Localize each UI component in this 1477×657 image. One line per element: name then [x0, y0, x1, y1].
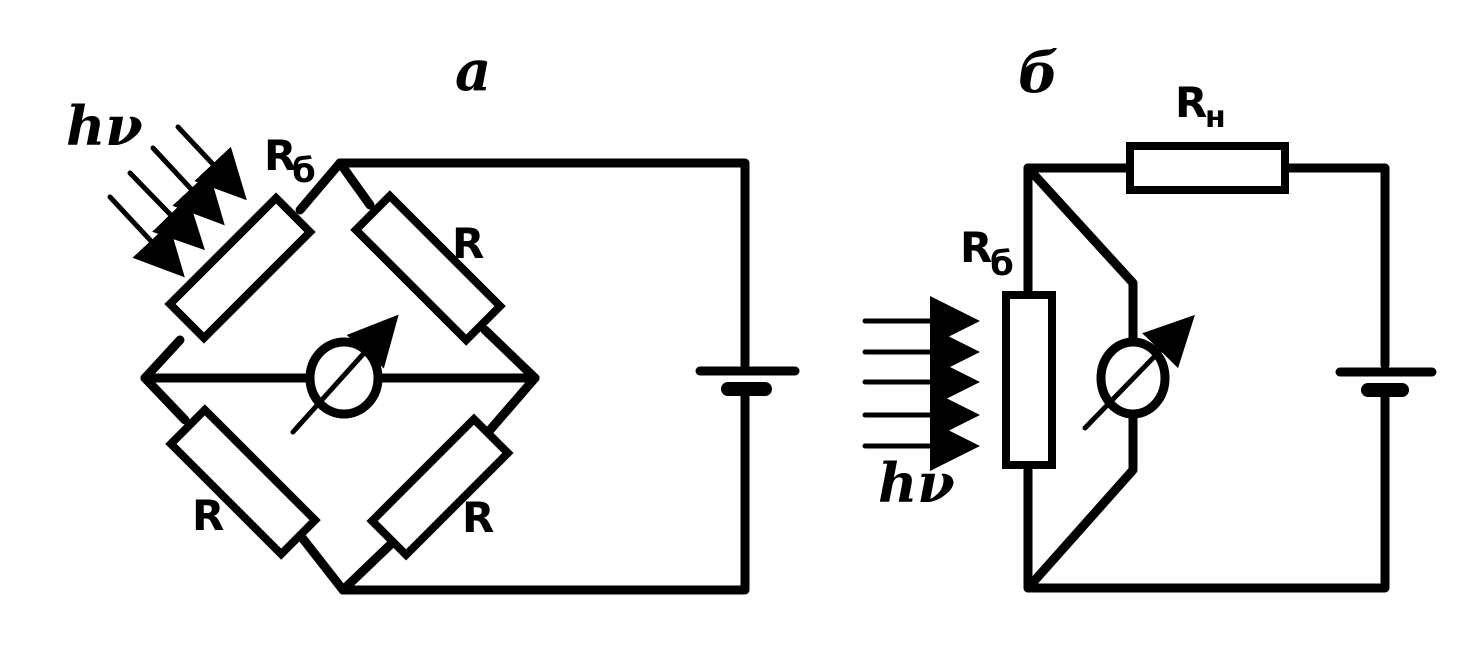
photon-arrow-icon: [150, 145, 225, 226]
photon-arrow-icon: [175, 124, 247, 201]
svg-text:R: R: [1175, 78, 1207, 127]
panel-label-b: б: [1018, 40, 1058, 106]
photon-label-a: hν: [66, 94, 143, 158]
photon-arrows-b: [862, 296, 980, 471]
resistor-icon: [366, 413, 514, 561]
resistor-icon: [350, 190, 506, 346]
svg-text:н: н: [1205, 100, 1226, 135]
panel-label-a: а: [455, 38, 491, 104]
circuit-wires-b: [1023, 163, 1390, 593]
photon-arrow-icon: [107, 194, 185, 278]
photoresistor-icon: [1002, 291, 1056, 469]
resistor-label-a-lower-right: R: [462, 493, 494, 542]
resistor-label-a-lower-left: R: [192, 491, 224, 540]
photoresistor-icon: [164, 192, 316, 344]
photon-arrows-a: [107, 124, 247, 278]
galvanometer-icon: [290, 314, 399, 435]
photoresistor-label-a: R б: [264, 131, 316, 191]
svg-text:б: б: [990, 244, 1014, 284]
photon-arrow-icon: [127, 170, 205, 251]
circuit-b: б: [862, 40, 1437, 593]
battery-icon: [1335, 367, 1437, 397]
galvanometer-icon: [1082, 314, 1195, 431]
svg-text:б: б: [292, 151, 316, 191]
battery-icon: [695, 366, 800, 396]
svg-text:R: R: [960, 223, 992, 272]
resistor-icon: [165, 404, 321, 560]
resistor-label-a-upper: R: [452, 219, 484, 268]
circuit-a: а: [66, 38, 800, 595]
load-resistor-label-b: R н: [1175, 78, 1226, 135]
resistor-icon: [1126, 142, 1289, 194]
bridge-wires-a: [140, 158, 750, 595]
photoresistor-label-b: R б: [960, 223, 1014, 284]
photon-label-b: hν: [878, 451, 955, 515]
svg-text:R: R: [264, 131, 296, 180]
